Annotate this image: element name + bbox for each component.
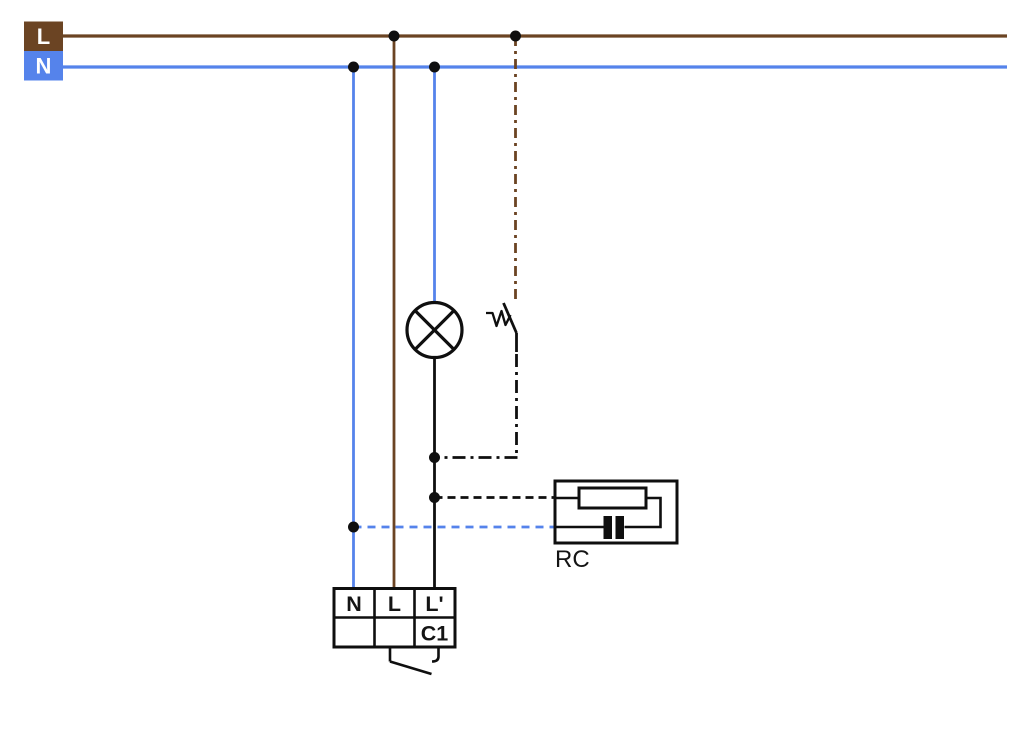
resistor-icon [577, 486, 648, 510]
live-bus-label: L [37, 24, 50, 49]
terminal-label-live: L [388, 592, 401, 616]
junction-dot [510, 30, 521, 42]
internal-relay-contact-icon [388, 647, 440, 676]
lamp-icon [405, 300, 464, 360]
rc-suppressor-module: RC [353, 479, 679, 573]
junction-dot [388, 30, 400, 42]
terminal-label-channel: C1 [421, 622, 449, 646]
lamp-cross-stroke [413, 309, 456, 351]
capacitor-plate [615, 516, 624, 539]
neutral-bus-label: N [36, 54, 52, 79]
terminal-label-switched-live: L' [425, 592, 443, 616]
terminal-block: N L L' C1 [332, 587, 457, 676]
external-switch-branch [434, 36, 518, 459]
capacitor-plate [603, 516, 612, 539]
relay-contact-blade [389, 660, 432, 676]
rc-internal-lead [624, 496, 662, 529]
rc-module-label: RC [555, 546, 590, 573]
junction-dot [429, 492, 440, 503]
feed-wires-group [352, 36, 436, 589]
relay-contact-stub [431, 647, 440, 663]
neutral-bus-tag [24, 51, 63, 81]
switch-contact-icon [486, 302, 518, 352]
junction-dot [429, 61, 440, 73]
power-bus-group: L N [24, 21, 1007, 81]
switch-actuator-icon [486, 309, 512, 328]
junction-dot [348, 521, 359, 533]
live-bus-tag [24, 21, 63, 51]
capacitor-icon [603, 516, 624, 539]
junction-dot [348, 61, 359, 73]
junction-dot [429, 452, 440, 463]
terminal-label-neutral: N [346, 592, 362, 616]
junction-dots-group [348, 30, 521, 533]
